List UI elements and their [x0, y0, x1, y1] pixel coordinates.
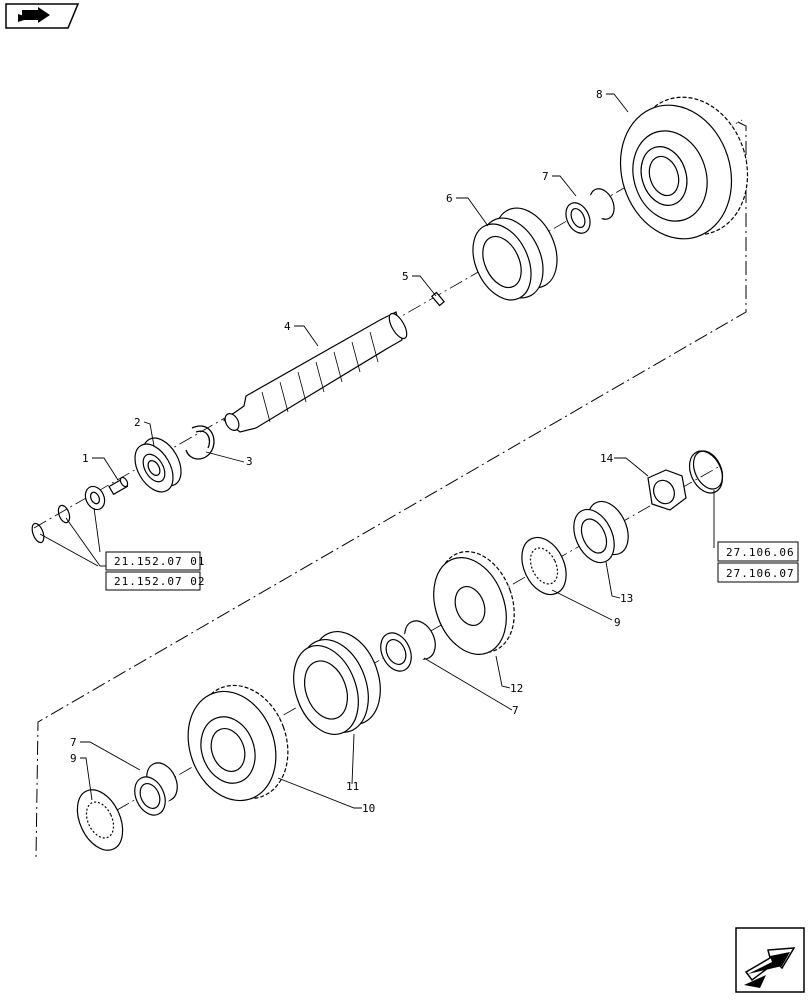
- part-8-large-gear: [619, 96, 749, 240]
- assembly-boundary: [35, 121, 747, 859]
- part-9-washer-right: [521, 536, 567, 596]
- part-10-gear: [187, 684, 289, 802]
- part-3-circlip: [185, 425, 215, 460]
- callout-3: 3: [246, 455, 253, 468]
- book-arrow-icon[interactable]: [5, 3, 80, 29]
- callout-2: 2: [134, 416, 141, 429]
- o-rings: [31, 504, 71, 544]
- part-7-bush-top: [565, 188, 615, 234]
- callout-7-left: 7: [70, 736, 77, 749]
- part-13-bearing: [573, 500, 629, 564]
- seal-ring: [688, 450, 724, 494]
- reference-box-c[interactable]: 27.106.06: [717, 541, 799, 562]
- reference-box-a[interactable]: 21.152.07 01: [105, 551, 205, 571]
- reference-box-d[interactable]: 27.106.07: [717, 562, 799, 583]
- reference-box-b[interactable]: 21.152.07 02: [105, 571, 205, 591]
- callout-4: 4: [284, 320, 291, 333]
- callout-9-right: 9: [614, 616, 621, 629]
- part-12-gear: [433, 551, 515, 656]
- callout-7-top: 7: [542, 170, 549, 183]
- spline-ring: [84, 485, 106, 511]
- part-14-nut: [647, 469, 687, 511]
- callout-6: 6: [446, 192, 453, 205]
- callout-1: 1: [82, 452, 89, 465]
- callout-8: 8: [596, 88, 603, 101]
- part-7-bush-left: [134, 762, 178, 818]
- callout-5: 5: [402, 270, 409, 283]
- callout-9-left: 9: [70, 752, 77, 765]
- leader-lines: [39, 93, 715, 809]
- reference-d-text[interactable]: 27.106.07: [726, 567, 795, 580]
- callout-11: 11: [346, 780, 359, 793]
- callout-7-mid: 7: [512, 704, 519, 717]
- reference-c-text[interactable]: 27.106.06: [726, 546, 795, 559]
- reference-b-text[interactable]: 21.152.07 02: [114, 575, 205, 588]
- part-7-bush-mid: [380, 620, 436, 674]
- part-9-washer-left: [76, 789, 124, 851]
- part-11-sleeve: [293, 630, 381, 736]
- part-4-shaft: [222, 311, 408, 433]
- callout-14: 14: [600, 452, 614, 465]
- callout-13: 13: [620, 592, 633, 605]
- part-5-pin: [430, 291, 446, 307]
- callout-10: 10: [362, 802, 375, 815]
- callout-12: 12: [510, 682, 523, 695]
- part-2-bearing: [134, 437, 182, 493]
- reference-a-text[interactable]: 21.152.07 01: [114, 555, 205, 568]
- part-6-sleeve: [472, 207, 558, 301]
- part-1-bush: [108, 476, 129, 496]
- next-page-arrow-icon[interactable]: [735, 927, 805, 993]
